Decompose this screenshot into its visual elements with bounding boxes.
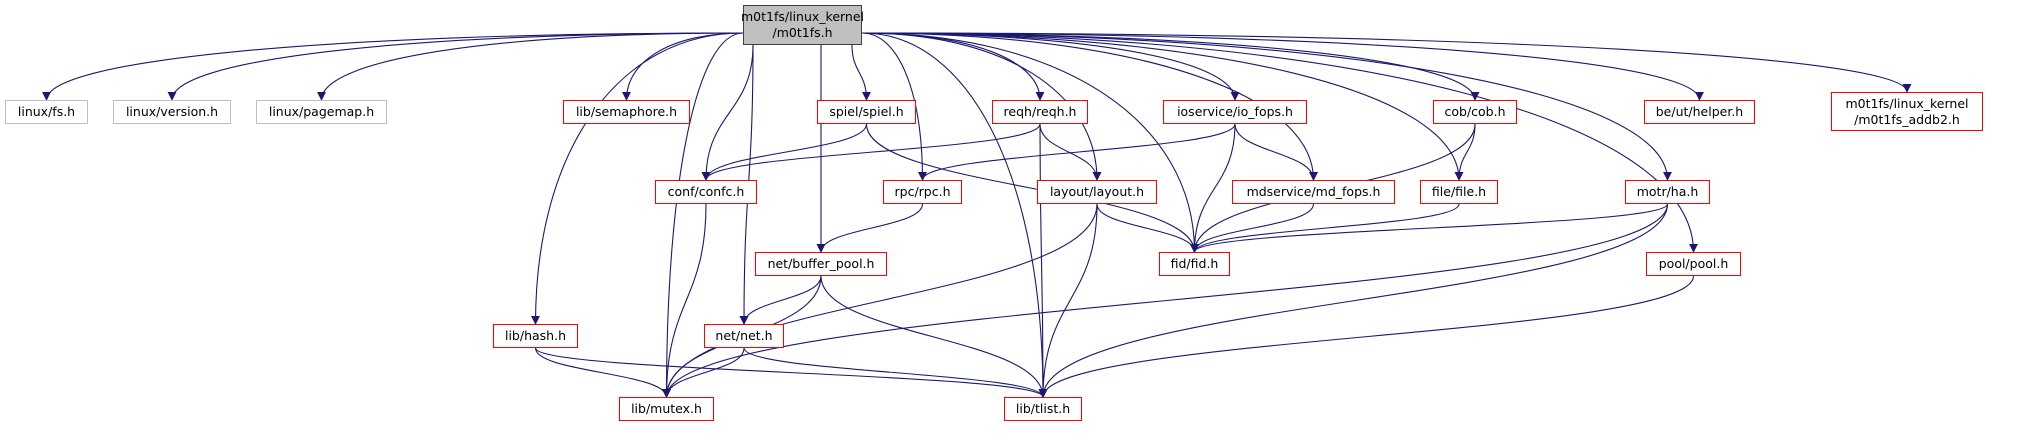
edge-ha-to-mutex: [662, 203, 1669, 398]
node-pool[interactable]: pool/pool.h: [1646, 252, 1741, 276]
node-confc[interactable]: conf/confc.h: [655, 180, 757, 204]
node-buffer-pool[interactable]: net/buffer_pool.h: [755, 252, 887, 276]
node-md-fops[interactable]: mdservice/md_fops.h: [1232, 180, 1395, 204]
edge-root-to-spiel: [851, 44, 871, 101]
edge-cob-to-file: [1454, 123, 1476, 181]
node-spiel[interactable]: spiel/spiel.h: [817, 100, 916, 124]
edge-reqh-to-tlist: [1038, 123, 1048, 398]
node-linux-pagemap[interactable]: linux/pagemap.h: [256, 100, 387, 124]
edge-root-to-linux-fs: [42, 32, 744, 101]
node-root[interactable]: m0t1fs/linux_kernel /m0t1fs.h: [741, 5, 864, 45]
edge-hash-to-tlist: [534, 347, 1048, 398]
node-tlist[interactable]: lib/tlist.h: [1004, 397, 1082, 421]
edge-root-to-addb2: [861, 32, 1912, 93]
node-rpc[interactable]: rpc/rpc.h: [883, 180, 962, 204]
edge-net-to-mutex: [662, 347, 745, 398]
node-io-fops[interactable]: ioservice/io_fops.h: [1163, 100, 1307, 124]
node-file[interactable]: file/file.h: [1420, 180, 1498, 204]
node-fid[interactable]: fid/fid.h: [1159, 252, 1230, 276]
edge-root-to-confc: [701, 44, 754, 181]
edge-buffer-pool-to-tlist: [820, 275, 1048, 398]
edge-root-to-pool: [861, 32, 1698, 253]
edge-rpc-to-buffer-pool: [816, 203, 924, 253]
edge-root-to-linux-version: [167, 32, 744, 101]
edge-root-to-md-fops: [861, 32, 1318, 181]
edge-root-to-reqh: [861, 32, 1045, 101]
node-cob[interactable]: cob/cob.h: [1433, 100, 1517, 124]
edge-root-to-fid: [861, 32, 1199, 253]
node-layout[interactable]: layout/layout.h: [1037, 180, 1157, 204]
edge-root-to-mutex: [662, 32, 744, 398]
edge-layout-to-mutex: [662, 203, 1098, 398]
node-net[interactable]: net/net.h: [704, 324, 784, 348]
edge-spiel-to-fid: [865, 123, 1199, 253]
node-linux-version[interactable]: linux/version.h: [113, 100, 231, 124]
edge-root-to-hash: [531, 32, 744, 325]
edge-net-to-tlist: [743, 347, 1048, 398]
edge-reqh-to-confc: [701, 123, 1041, 181]
node-addb2[interactable]: m0t1fs/linux_kernel /m0t1fs_addb2.h: [1831, 92, 1983, 131]
node-linux-fs[interactable]: linux/fs.h: [5, 100, 88, 124]
edge-pool-to-tlist: [1038, 275, 1695, 398]
edge-ha-to-tlist: [1038, 203, 1669, 398]
node-mutex[interactable]: lib/mutex.h: [619, 397, 714, 421]
edge-root-to-linux-pagemap: [317, 32, 744, 101]
edge-ha-to-fid: [1190, 203, 1669, 253]
edge-confc-to-mutex: [662, 203, 707, 398]
edge-md-fops-to-fid: [1190, 203, 1315, 253]
edge-root-to-semaphore: [622, 32, 744, 101]
edge-root-to-file: [861, 32, 1464, 181]
edge-root-to-helper: [861, 32, 1704, 101]
edge-root-to-layout: [861, 32, 1102, 181]
edge-io-fops-to-md-fops: [1234, 123, 1318, 181]
node-helper[interactable]: be/ut/helper.h: [1644, 100, 1755, 124]
node-hash[interactable]: lib/hash.h: [493, 324, 578, 348]
edge-buffer-pool-to-net: [739, 275, 822, 325]
edge-layout-to-tlist: [1038, 203, 1098, 398]
edge-reqh-to-layout: [1039, 123, 1102, 181]
edge-hash-to-mutex: [534, 347, 671, 398]
node-ha[interactable]: motr/ha.h: [1625, 180, 1710, 204]
edge-file-to-fid: [1190, 203, 1460, 253]
node-reqh[interactable]: reqh/reqh.h: [992, 100, 1088, 124]
edge-spiel-to-confc: [701, 123, 868, 181]
edge-root-to-rpc: [861, 32, 927, 181]
edge-io-fops-to-fid: [1190, 123, 1236, 253]
edge-layout-to-fid: [1096, 203, 1199, 253]
edge-root-to-ha: [861, 32, 1672, 181]
node-semaphore[interactable]: lib/semaphore.h: [563, 100, 690, 124]
edge-root-to-tlist: [861, 32, 1048, 398]
edge-io-fops-to-rpc: [918, 123, 1236, 181]
